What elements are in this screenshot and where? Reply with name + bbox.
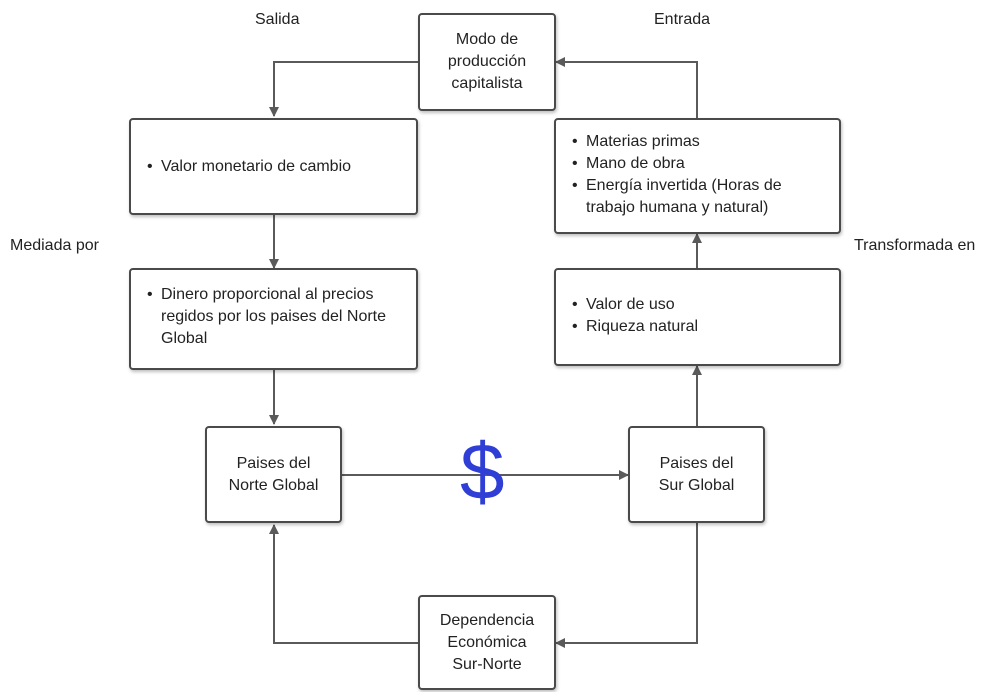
box-paises-norte-global: Paises del Norte Global: [205, 426, 342, 523]
box-materias-primas: Materias primas Mano de obra Energía inv…: [554, 118, 841, 234]
box-modo-line-3: capitalista: [451, 75, 523, 92]
box-dinero-proporcional: Dinero proporcional al precios regidos p…: [129, 268, 418, 370]
bullet-energia-invertida: Energía invertida (Horas de trabajo huma…: [572, 175, 823, 219]
box-dependencia-line-3: Sur-Norte: [452, 655, 522, 673]
arrow-materias-to-modo: [555, 57, 698, 118]
arrow-dependencia-to-norte: [269, 524, 418, 644]
arrow-modo-to-valor-monetario: [269, 61, 418, 117]
box-valor-monetario: Valor monetario de cambio: [129, 118, 418, 215]
box-norte-line-1: Paises del: [236, 454, 311, 472]
bullet-valor-monetario: Valor monetario de cambio: [147, 156, 400, 178]
box-paises-sur-global: Paises del Sur Global: [628, 426, 765, 523]
label-transformada-en: Transformada en: [854, 237, 976, 254]
bullet-valor-de-uso: Valor de uso: [572, 294, 823, 316]
box-valor-de-uso: Valor de uso Riqueza natural: [554, 268, 841, 366]
label-mediada-por: Mediada por: [10, 237, 99, 254]
bullet-mano-de-obra: Mano de obra: [572, 153, 823, 175]
bullet-dinero-proporcional: Dinero proporcional al precios regidos p…: [147, 284, 400, 350]
box-sur-line-1: Paises del: [659, 454, 734, 472]
bullet-materias-primas: Materias primas: [572, 131, 823, 153]
label-salida: Salida: [255, 11, 300, 28]
bullet-riqueza-natural: Riqueza natural: [572, 316, 823, 338]
label-entrada: Entrada: [654, 11, 711, 28]
box-modo-produccion: Modo de producción capitalista: [418, 13, 556, 111]
box-dependencia-economica: Dependencia Económica Sur-Norte: [418, 595, 556, 690]
arrow-sur-to-dependencia: [555, 523, 698, 648]
dollar-sign-icon: $: [460, 427, 505, 516]
box-modo-line-2: producción: [447, 53, 527, 70]
box-sur-line-2: Sur Global: [658, 476, 735, 494]
box-dependencia-line-1: Dependencia: [439, 611, 535, 629]
box-dependencia-line-2: Económica: [447, 633, 527, 651]
box-norte-line-2: Norte Global: [228, 476, 319, 494]
box-modo-line-1: Modo de: [455, 31, 519, 48]
